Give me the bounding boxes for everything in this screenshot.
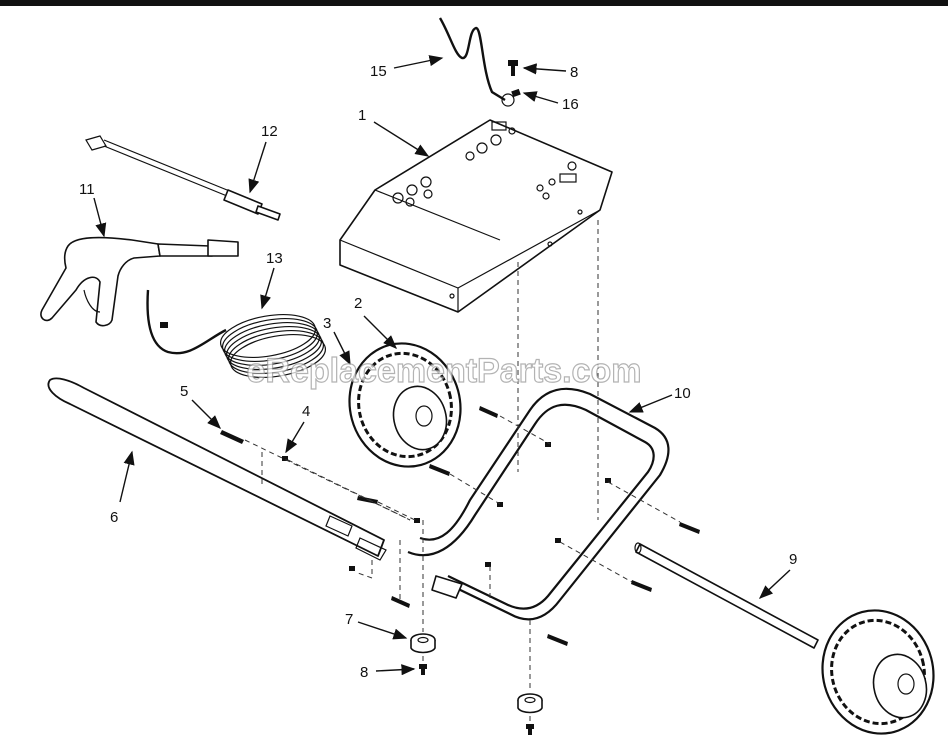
- callout-9: 9: [789, 551, 797, 568]
- base-cover-part: [339, 119, 613, 313]
- callout-4: 4: [302, 403, 310, 420]
- screw-8-top: [508, 60, 518, 76]
- callout-10: 10: [674, 385, 691, 402]
- callout-2: 2: [354, 295, 362, 312]
- callout-13: 13: [266, 250, 283, 267]
- callout-5: 5: [180, 383, 188, 400]
- callout-labels: 1 2 3 4 5 6 7 8 8 9 10 11 12 13 15 16: [79, 63, 797, 681]
- handle-part: [47, 377, 387, 561]
- callout-11: 11: [79, 181, 95, 198]
- foot-part-right: [517, 693, 543, 735]
- callout-8-bottom: 8: [360, 664, 368, 681]
- hose-part: [146, 289, 326, 378]
- callout-8-top: 8: [570, 64, 578, 81]
- watermark-text: eReplacementParts.com: [247, 352, 642, 390]
- screw-8-bottom: [419, 664, 427, 675]
- spray-gun-part: [40, 236, 239, 327]
- callout-6: 6: [110, 509, 118, 526]
- axle-part: [634, 542, 819, 649]
- hardware-bolts: [220, 406, 700, 646]
- leader-arrows: [93, 55, 791, 676]
- callout-1: 1: [358, 107, 366, 124]
- callout-3: 3: [323, 315, 331, 332]
- wand-part: [85, 135, 281, 221]
- wheel-right-part: [821, 609, 935, 735]
- callout-15: 15: [370, 63, 387, 80]
- washer-16: [511, 88, 521, 98]
- hook-part: [438, 17, 515, 107]
- callout-16: 16: [562, 96, 579, 113]
- callout-12: 12: [261, 123, 278, 140]
- callout-7: 7: [345, 611, 353, 628]
- top-border: [0, 0, 948, 6]
- foot-part: [410, 633, 436, 654]
- assembly-lines: [244, 220, 681, 722]
- wheel-left-part: [348, 342, 462, 468]
- frame-part: [407, 387, 670, 621]
